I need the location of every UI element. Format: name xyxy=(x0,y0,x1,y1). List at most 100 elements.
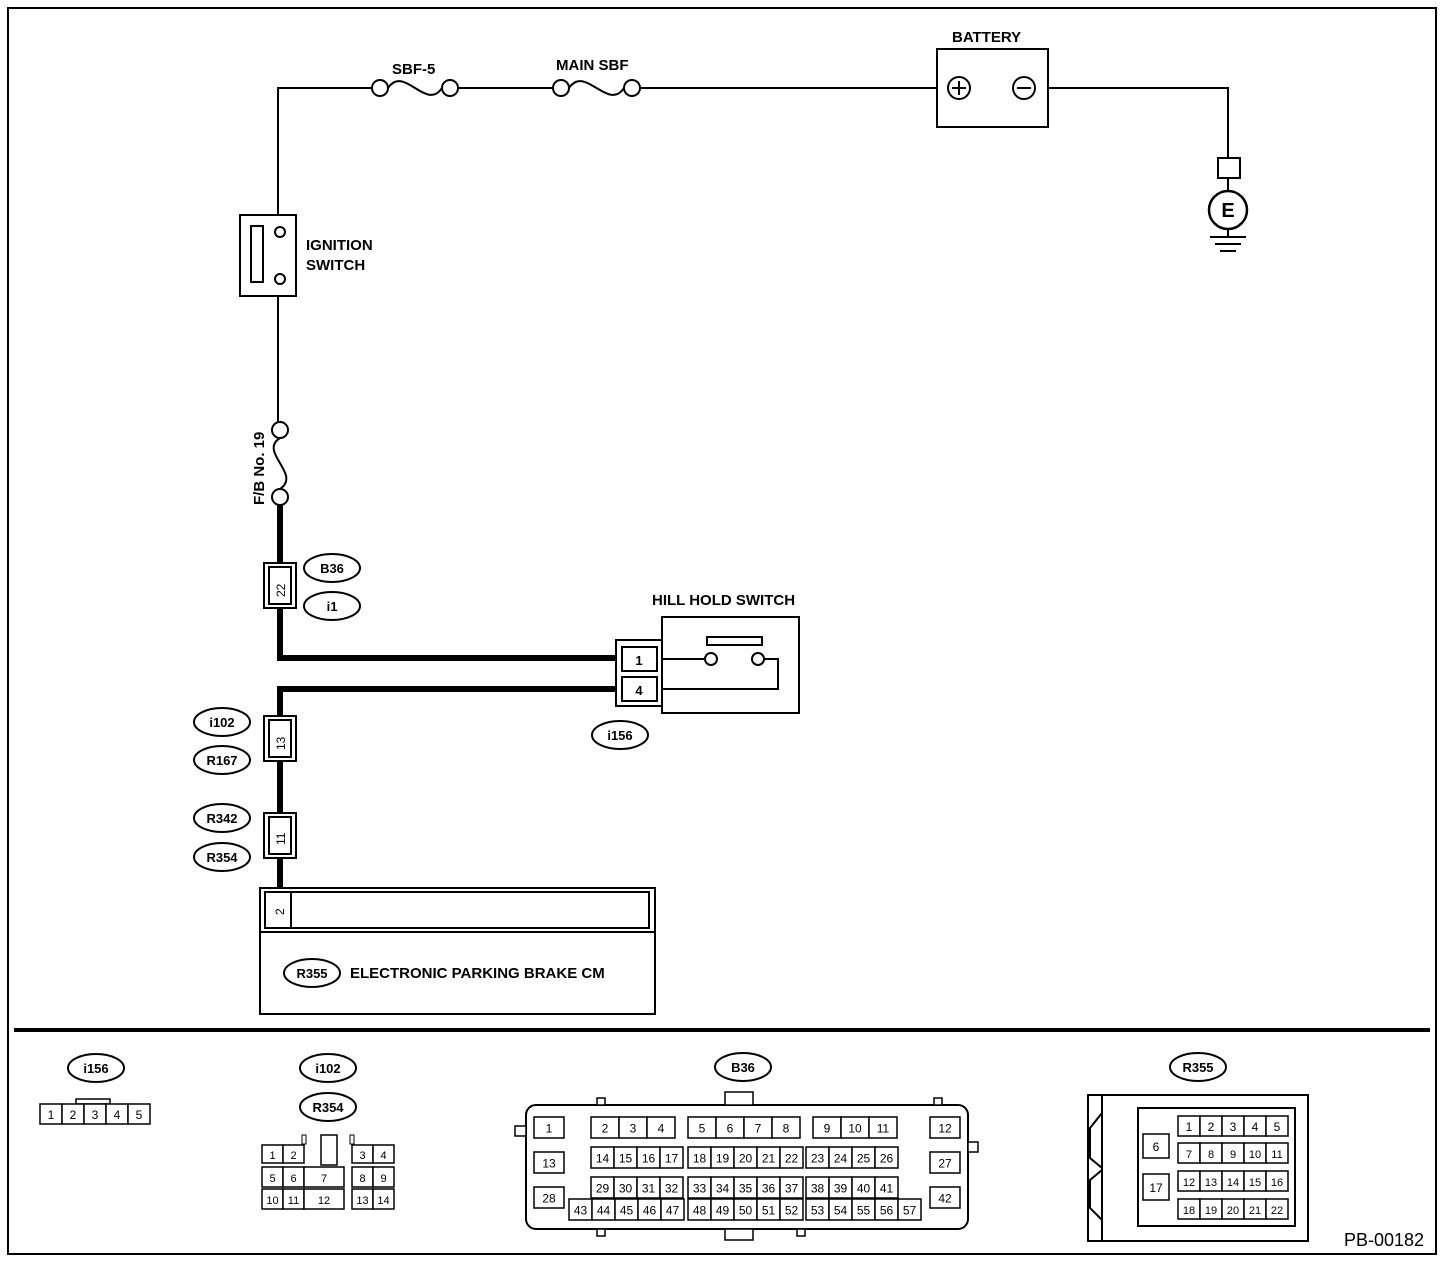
pin-number: 5 xyxy=(269,1173,275,1185)
pin-cell xyxy=(874,1146,899,1169)
main-sbf-label: MAIN SBF xyxy=(556,57,629,74)
pin-number: 44 xyxy=(597,1204,611,1218)
pin-number: 10 xyxy=(1249,1149,1261,1161)
pin-number: 11 xyxy=(288,1195,299,1207)
pin-cell xyxy=(1265,1198,1289,1220)
pin-number: 10 xyxy=(266,1195,278,1207)
pin-number: 41 xyxy=(880,1182,894,1196)
r354-view-tag: R354 xyxy=(312,1100,344,1115)
pin-number: 34 xyxy=(716,1182,730,1196)
pin-number: 3 xyxy=(630,1122,637,1136)
ignition-label-line1: IGNITION xyxy=(306,237,373,254)
hill-hold-switch: HILL HOLD SWITCH 1 4 i156 xyxy=(591,592,800,750)
pin-number: 8 xyxy=(359,1173,365,1185)
pin-number: 2 xyxy=(1208,1120,1215,1134)
pin-cell xyxy=(127,1103,151,1125)
pin-number: 27 xyxy=(938,1157,952,1171)
pin-cell xyxy=(1142,1173,1170,1201)
r355-tag: R355 xyxy=(296,966,327,981)
pin-number: 35 xyxy=(739,1182,753,1196)
pin-number: 9 xyxy=(380,1173,386,1185)
connector-i102-r167: 13 i102 R167 xyxy=(193,707,297,775)
pin-number: 19 xyxy=(716,1152,730,1166)
connector-b36-i1: 22 B36 i1 xyxy=(263,553,361,621)
pin-cell xyxy=(929,1186,961,1209)
epb-control-module: 2 R355 ELECTRONIC PARKING BRAKE CM xyxy=(259,887,656,1015)
pin-cell xyxy=(868,1116,898,1139)
pin-number: 53 xyxy=(811,1204,825,1218)
pin-cell xyxy=(779,1176,804,1199)
pin-number: 47 xyxy=(666,1204,680,1218)
reference-code: PB-00182 xyxy=(1344,1230,1424,1250)
power-wires xyxy=(277,87,1229,422)
pin-number: 20 xyxy=(1227,1205,1239,1217)
pin-number: 55 xyxy=(857,1204,871,1218)
hh-pin-1: 1 xyxy=(635,653,642,668)
pin-number: 21 xyxy=(762,1152,776,1166)
pin-number: 13 xyxy=(1205,1177,1217,1189)
pin-cell xyxy=(659,1176,684,1199)
pin-22-label: 22 xyxy=(274,583,288,597)
hh-pin-4: 4 xyxy=(635,683,643,698)
pin-number: 40 xyxy=(857,1182,871,1196)
b36-view-tag: B36 xyxy=(731,1060,755,1075)
pin-cell xyxy=(929,1151,961,1174)
pin-cell xyxy=(372,1144,395,1164)
pin-13-label: 13 xyxy=(274,736,288,750)
pin-cell xyxy=(1142,1133,1170,1159)
pin-number: 16 xyxy=(1271,1177,1283,1189)
i156-view-tag: i156 xyxy=(83,1061,108,1076)
pin-number: 1 xyxy=(1186,1120,1193,1134)
pin-number: 51 xyxy=(762,1204,776,1218)
epb-label: ELECTRONIC PARKING BRAKE CM xyxy=(350,965,605,982)
pin-cell xyxy=(660,1198,685,1221)
pin-number: 1 xyxy=(48,1108,55,1122)
pin-number: 1 xyxy=(546,1122,553,1136)
pin-number: 17 xyxy=(1149,1181,1163,1195)
pin-number: 15 xyxy=(1249,1177,1261,1189)
r342-tag: R342 xyxy=(206,811,237,826)
i102-view-tag: i102 xyxy=(315,1061,340,1076)
pin-cell xyxy=(282,1144,305,1164)
pin-number: 4 xyxy=(1252,1120,1259,1134)
pin-number: 2 xyxy=(290,1150,296,1162)
pin-cell xyxy=(771,1116,801,1139)
pin-number: 21 xyxy=(1249,1205,1261,1217)
pin-number: 33 xyxy=(693,1182,707,1196)
pin-cell xyxy=(533,1116,565,1139)
epb-pin-2: 2 xyxy=(273,908,287,915)
pin-number: 32 xyxy=(665,1182,679,1196)
b36-tag: B36 xyxy=(320,561,344,576)
pin-cell xyxy=(303,1188,345,1210)
fuse-19: F/B No. 19 xyxy=(251,421,289,506)
pin-number: 8 xyxy=(783,1122,790,1136)
pin-cell xyxy=(929,1116,961,1139)
pin-number: 45 xyxy=(620,1204,634,1218)
sbf5-fuse: SBF-5 xyxy=(371,61,459,97)
i102-tag: i102 xyxy=(209,715,234,730)
r355-view-tag: R355 xyxy=(1182,1060,1213,1075)
fuse-19-label: F/B No. 19 xyxy=(251,432,268,505)
pin-number: 18 xyxy=(1183,1205,1195,1217)
pin-number: 57 xyxy=(903,1204,917,1218)
pin-number: 9 xyxy=(824,1122,831,1136)
battery: BATTERY xyxy=(936,29,1049,128)
i1-tag: i1 xyxy=(327,599,338,614)
pin-number: 2 xyxy=(602,1122,609,1136)
pin-number: 4 xyxy=(658,1122,665,1136)
pin-number: 14 xyxy=(596,1152,610,1166)
pin-number: 13 xyxy=(356,1195,368,1207)
pin-number: 9 xyxy=(1230,1149,1236,1161)
pin-number: 31 xyxy=(642,1182,656,1196)
ignition-switch: IGNITION SWITCH xyxy=(239,214,373,297)
pin-number: 6 xyxy=(290,1173,296,1185)
pin-number: 24 xyxy=(834,1152,848,1166)
pin-number: 5 xyxy=(1274,1120,1281,1134)
pin-cell xyxy=(533,1151,565,1174)
r354-tag: R354 xyxy=(206,850,238,865)
pin-number: 8 xyxy=(1208,1149,1214,1161)
pin-cell xyxy=(1265,1170,1289,1192)
